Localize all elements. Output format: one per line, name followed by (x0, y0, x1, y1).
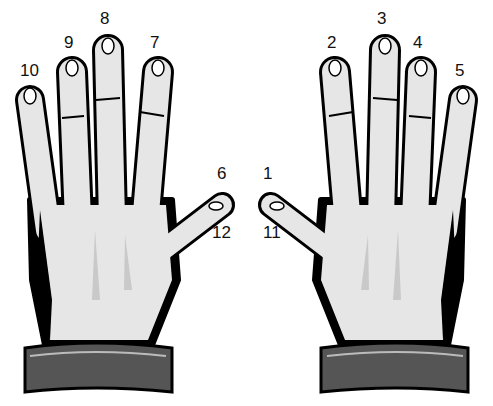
callout-number: 1 (263, 165, 272, 183)
callout-number: 6 (217, 165, 226, 183)
callout-number: 4 (413, 34, 422, 52)
callout-number: 12 (212, 224, 231, 242)
callout-number: 10 (20, 62, 39, 80)
left-hand (24, 38, 223, 392)
right-hand (270, 38, 469, 392)
callout-number: 7 (150, 34, 159, 52)
callout-number: 5 (455, 62, 464, 80)
callout-number: 9 (64, 34, 73, 52)
callout-number: 8 (100, 10, 109, 28)
callout-number: 2 (327, 34, 336, 52)
callout-number: 11 (263, 224, 281, 242)
callout-number: 3 (377, 10, 386, 28)
